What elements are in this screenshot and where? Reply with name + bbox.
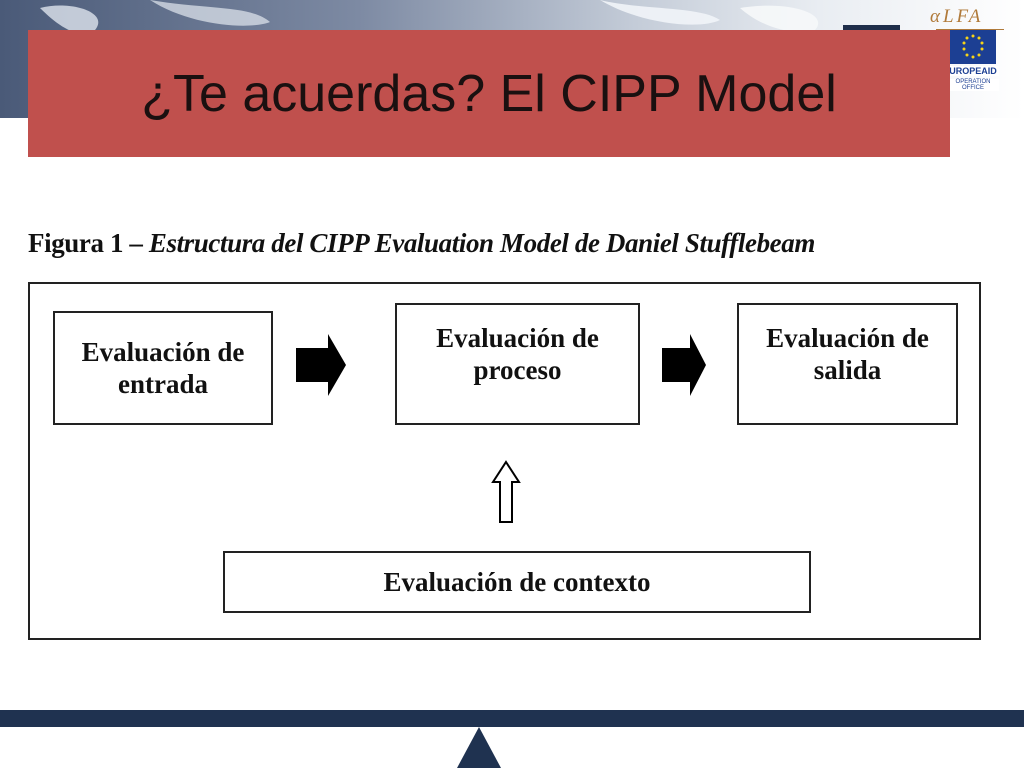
- box-entrada-label: Evaluación de entrada: [81, 336, 245, 399]
- arrow-right-icon: [662, 334, 706, 396]
- box-contexto-label: Evaluación de contexto: [383, 566, 651, 597]
- box-evaluacion-contexto: Evaluación de contexto: [223, 551, 811, 613]
- box-proceso-label: Evaluación de proceso: [436, 323, 599, 386]
- triangle-icon: [457, 727, 501, 768]
- world-map-graphic: [40, 0, 819, 34]
- figure-caption: Figura 1 – Estructura del CIPP Evaluatio…: [28, 228, 815, 259]
- figure-caption-prefix: Figura 1 –: [28, 228, 149, 258]
- footer-bar: [0, 710, 1024, 727]
- alfa-logo: αLFA: [930, 6, 1010, 30]
- eu-flag-icon: [950, 30, 996, 64]
- box-evaluacion-entrada: Evaluación de entrada: [53, 311, 273, 425]
- diagram-frame: [28, 282, 981, 640]
- box-salida-label: Evaluación de salida: [766, 323, 929, 386]
- europeaid-label: UROPEAID: [947, 66, 999, 76]
- figure-caption-text: Estructura del CIPP Evaluation Model de …: [148, 228, 815, 258]
- arrow-up-icon: [491, 460, 521, 523]
- europeaid-sublabel: OPERATION OFFICE: [947, 79, 999, 91]
- box-evaluacion-salida: Evaluación de salida: [737, 303, 958, 425]
- arrow-right-icon: [296, 334, 346, 396]
- title-band: ¿Te acuerdas? El CIPP Model: [28, 30, 950, 157]
- box-evaluacion-proceso: Evaluación de proceso: [395, 303, 640, 425]
- slide-title: ¿Te acuerdas? El CIPP Model: [141, 65, 837, 123]
- header-accent-block: [843, 25, 900, 31]
